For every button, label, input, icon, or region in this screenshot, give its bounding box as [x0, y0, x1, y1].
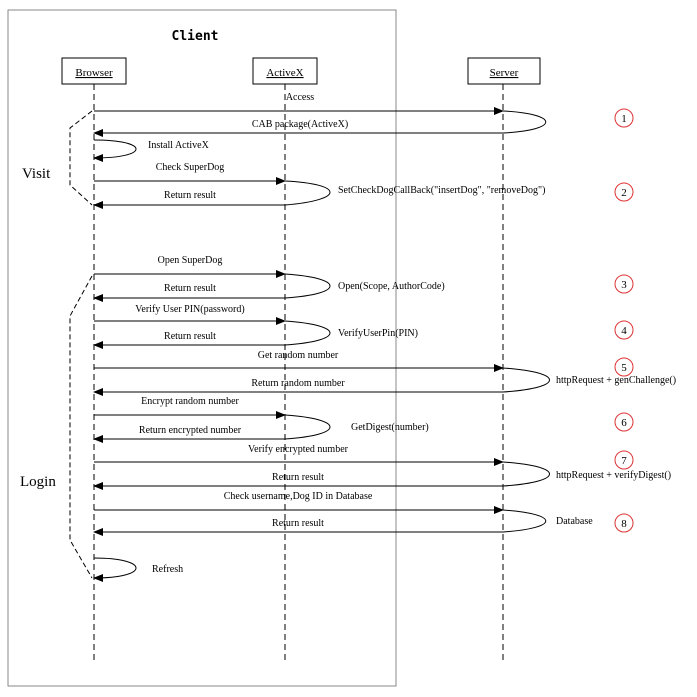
message-label: Get random number: [258, 350, 339, 361]
step-marker-7: 7: [614, 450, 634, 470]
svg-text:3: 3: [621, 279, 627, 291]
message-label: Verify User PIN(password): [135, 304, 244, 315]
step-marker-6: 6: [614, 412, 634, 432]
step-marker-3: 3: [614, 274, 634, 294]
self-call-server: [502, 110, 547, 134]
step-marker-5: 5: [614, 357, 634, 377]
message-label: Return result: [164, 331, 216, 342]
visit-bracket: [69, 110, 93, 206]
message-label: Return encrypted number: [139, 425, 242, 436]
participant-browser-label: Browser: [75, 67, 113, 79]
self-call-browser: [93, 557, 137, 582]
message-label: CAB package(ActiveX): [252, 119, 348, 130]
participant-server-label: Server: [490, 67, 519, 79]
message-label: Return random number: [251, 378, 345, 389]
self-call-server: [502, 509, 547, 533]
message-label: Verify encrypted number: [248, 444, 349, 455]
self-call-activex: [284, 414, 331, 440]
svg-text:5: 5: [621, 362, 627, 374]
message-label: Open SuperDog: [158, 255, 223, 266]
message-label: Return result: [164, 283, 216, 294]
self-call-activex: [284, 320, 331, 346]
svg-text:8: 8: [621, 518, 627, 530]
svg-text:2: 2: [621, 187, 627, 199]
self-call-browser: [93, 139, 137, 162]
client-boundary: [7, 9, 397, 687]
step-marker-1: 1: [614, 108, 634, 128]
self-call-label: VerifyUserPin(PIN): [338, 328, 418, 339]
self-call-activex: [284, 273, 331, 299]
self-call-label: httpRequest + verifyDigest(): [556, 470, 671, 481]
self-call-label: Database: [556, 516, 593, 527]
step-marker-4: 4: [614, 320, 634, 340]
message-label: Access: [286, 92, 314, 103]
svg-text:4: 4: [621, 325, 627, 337]
self-call-label: SetCheckDogCallBack("insertDog", "remove…: [338, 185, 545, 196]
self-call-server: [502, 367, 550, 393]
message-label: Check username,Dog ID in Database: [224, 491, 373, 502]
step-marker-8: 8: [614, 513, 634, 533]
message-label: Encrypt random number: [141, 396, 239, 407]
phase-login-label: Login: [20, 474, 56, 490]
message-label: Return result: [272, 472, 324, 483]
step-marker-2: 2: [614, 182, 634, 202]
login-bracket: [69, 275, 93, 579]
message-label: Return result: [272, 518, 324, 529]
svg-text:6: 6: [621, 417, 627, 429]
message-label: Check SuperDog: [156, 162, 225, 173]
self-call-label: GetDigest(number): [351, 422, 429, 433]
participant-browser: Browser: [61, 57, 127, 85]
message-label: Install ActiveX: [148, 140, 210, 151]
self-call-label: httpRequest + genChallenge(): [556, 375, 676, 386]
self-call-server: [502, 461, 550, 487]
svg-text:7: 7: [621, 455, 627, 467]
message-label: Return result: [164, 190, 216, 201]
participant-activex: ActiveX: [252, 57, 318, 85]
participant-server: Server: [467, 57, 541, 85]
message-label: Refresh: [152, 564, 183, 575]
participant-activex-label: ActiveX: [266, 67, 303, 79]
client-title: Client: [172, 29, 219, 44]
phase-visit-label: Visit: [22, 166, 51, 182]
self-call-activex: [284, 180, 331, 206]
svg-text:1: 1: [621, 113, 627, 125]
self-call-label: Open(Scope, AuthorCode): [338, 281, 445, 292]
